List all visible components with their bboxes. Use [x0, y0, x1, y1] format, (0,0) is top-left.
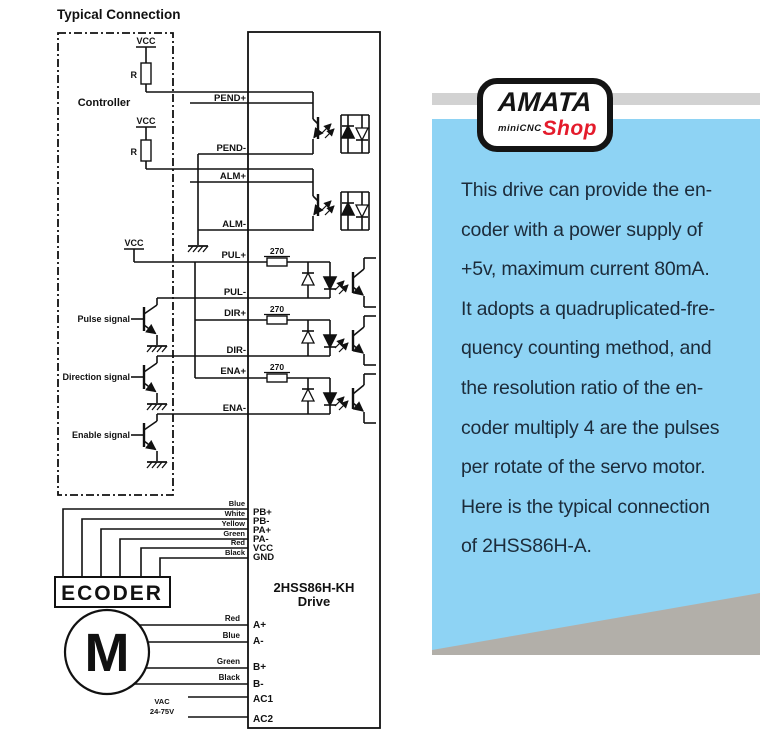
terminal-pb-plus: PB+: [253, 507, 272, 518]
controller-label: Controller: [78, 97, 131, 109]
info-line: coder multiply 4 are the pulses: [461, 416, 720, 439]
info-line: Here is the typical connection: [461, 495, 710, 518]
terminal-alm-minus: ALM-: [222, 219, 246, 230]
terminal-gnd: GND: [253, 552, 274, 563]
drive-name: 2HSS86H-KH: [274, 580, 355, 595]
terminal-alm-plus: ALM+: [220, 171, 247, 182]
terminal-ena-plus: ENA+: [220, 366, 246, 377]
motor-wire-label-red: Red: [225, 614, 240, 623]
terminal-pul-minus: PUL-: [224, 287, 246, 298]
info-line: +5v, maximum current 80mA.: [461, 258, 710, 281]
info-line: per rotate of the servo motor.: [461, 456, 706, 479]
logo-shop-text: Shop: [542, 117, 597, 140]
pulse-signal-label: Pulse signal: [77, 314, 130, 324]
info-text: This drive can provide the en- coder wit…: [461, 171, 754, 567]
encoder-wire-green: [119, 538, 248, 577]
terminal-dir-minus: DIR-: [226, 345, 246, 356]
terminal-b-minus: B-: [253, 679, 264, 690]
encoder-wire-label-green: Green: [223, 529, 245, 538]
terminal-a-minus: A-: [253, 636, 264, 647]
wiring-diagram: 270: [54, 7, 381, 729]
encoder-wire-label-white: White: [225, 509, 245, 518]
terminal-pend-minus: PEND-: [216, 143, 246, 154]
direction-signal-label: Direction signal: [62, 372, 130, 382]
encoder-box: [54, 576, 171, 608]
logo-minicnc-text: miniCNC: [498, 123, 542, 134]
terminal-pa-minus: PA-: [253, 534, 269, 545]
encoder-wire-label-red: Red: [231, 538, 246, 547]
encoder-wire-white: [81, 518, 248, 577]
resistor-label: R: [131, 70, 138, 80]
terminal-ena-minus: ENA-: [223, 403, 246, 414]
info-line: of 2HSS86H-A.: [461, 535, 592, 558]
terminal-ac2: AC2: [253, 714, 273, 725]
info-line: It adopts a quadruplicated-fre-: [461, 297, 715, 320]
drive-name-sub: Drive: [298, 594, 331, 609]
motor-label: M: [85, 623, 130, 683]
encoder-wire-label-blue: Blue: [229, 499, 245, 508]
terminal-pend-plus: PEND+: [214, 93, 246, 104]
logo-brand-text: AMATA: [497, 87, 593, 117]
controller-box: [57, 32, 174, 496]
info-panel: This drive can provide the en- coder wit…: [432, 119, 760, 655]
terminal-pa-plus: PA+: [253, 525, 271, 536]
encoder-wire-blue: [62, 508, 248, 577]
motor-wire-label-black: Black: [219, 673, 241, 682]
encoder-wire-label-yellow: Yellow: [222, 519, 246, 528]
diagram-title: Typical Connection: [57, 7, 181, 22]
info-line: the resolution ratio of the en-: [461, 376, 704, 399]
info-line: quency counting method, and: [461, 337, 712, 360]
terminal-b-plus: B+: [253, 662, 266, 673]
enable-signal-label: Enable signal: [72, 430, 130, 440]
amata-shop-logo: AMATA miniCNC Shop: [477, 78, 613, 152]
terminal-a-plus: A+: [253, 620, 266, 631]
motor-circle: [63, 608, 151, 696]
terminal-dir-plus: DIR+: [224, 308, 246, 319]
encoder-wire-label-black: Black: [225, 548, 246, 557]
vcc-label: VCC: [124, 238, 144, 248]
drive-box: [247, 31, 381, 729]
info-line: coder with a power supply of: [461, 218, 703, 241]
terminal-pul-plus: PUL+: [221, 250, 246, 261]
encoder-wire-yellow: [100, 528, 248, 577]
encoder-wire-black: [159, 557, 248, 577]
encoder-label: ECODER: [61, 582, 163, 605]
vac-label: VAC: [154, 697, 170, 706]
vcc-label: VCC: [136, 36, 156, 46]
motor-wire-label-blue: Blue: [223, 631, 241, 640]
terminal-pb-minus: PB-: [253, 516, 269, 527]
terminal-ac1: AC1: [253, 694, 273, 705]
info-line: This drive can provide the en-: [461, 179, 712, 201]
resistor-label: R: [131, 147, 138, 157]
vac-voltage-label: 24-75V: [150, 707, 174, 716]
motor-wire-label-green: Green: [217, 657, 240, 666]
vcc-label: VCC: [136, 116, 156, 126]
pullup-resistor: [140, 62, 152, 85]
pullup-resistor: [140, 139, 152, 162]
encoder-wire-red: [140, 547, 248, 577]
terminal-vcc: VCC: [253, 543, 273, 554]
